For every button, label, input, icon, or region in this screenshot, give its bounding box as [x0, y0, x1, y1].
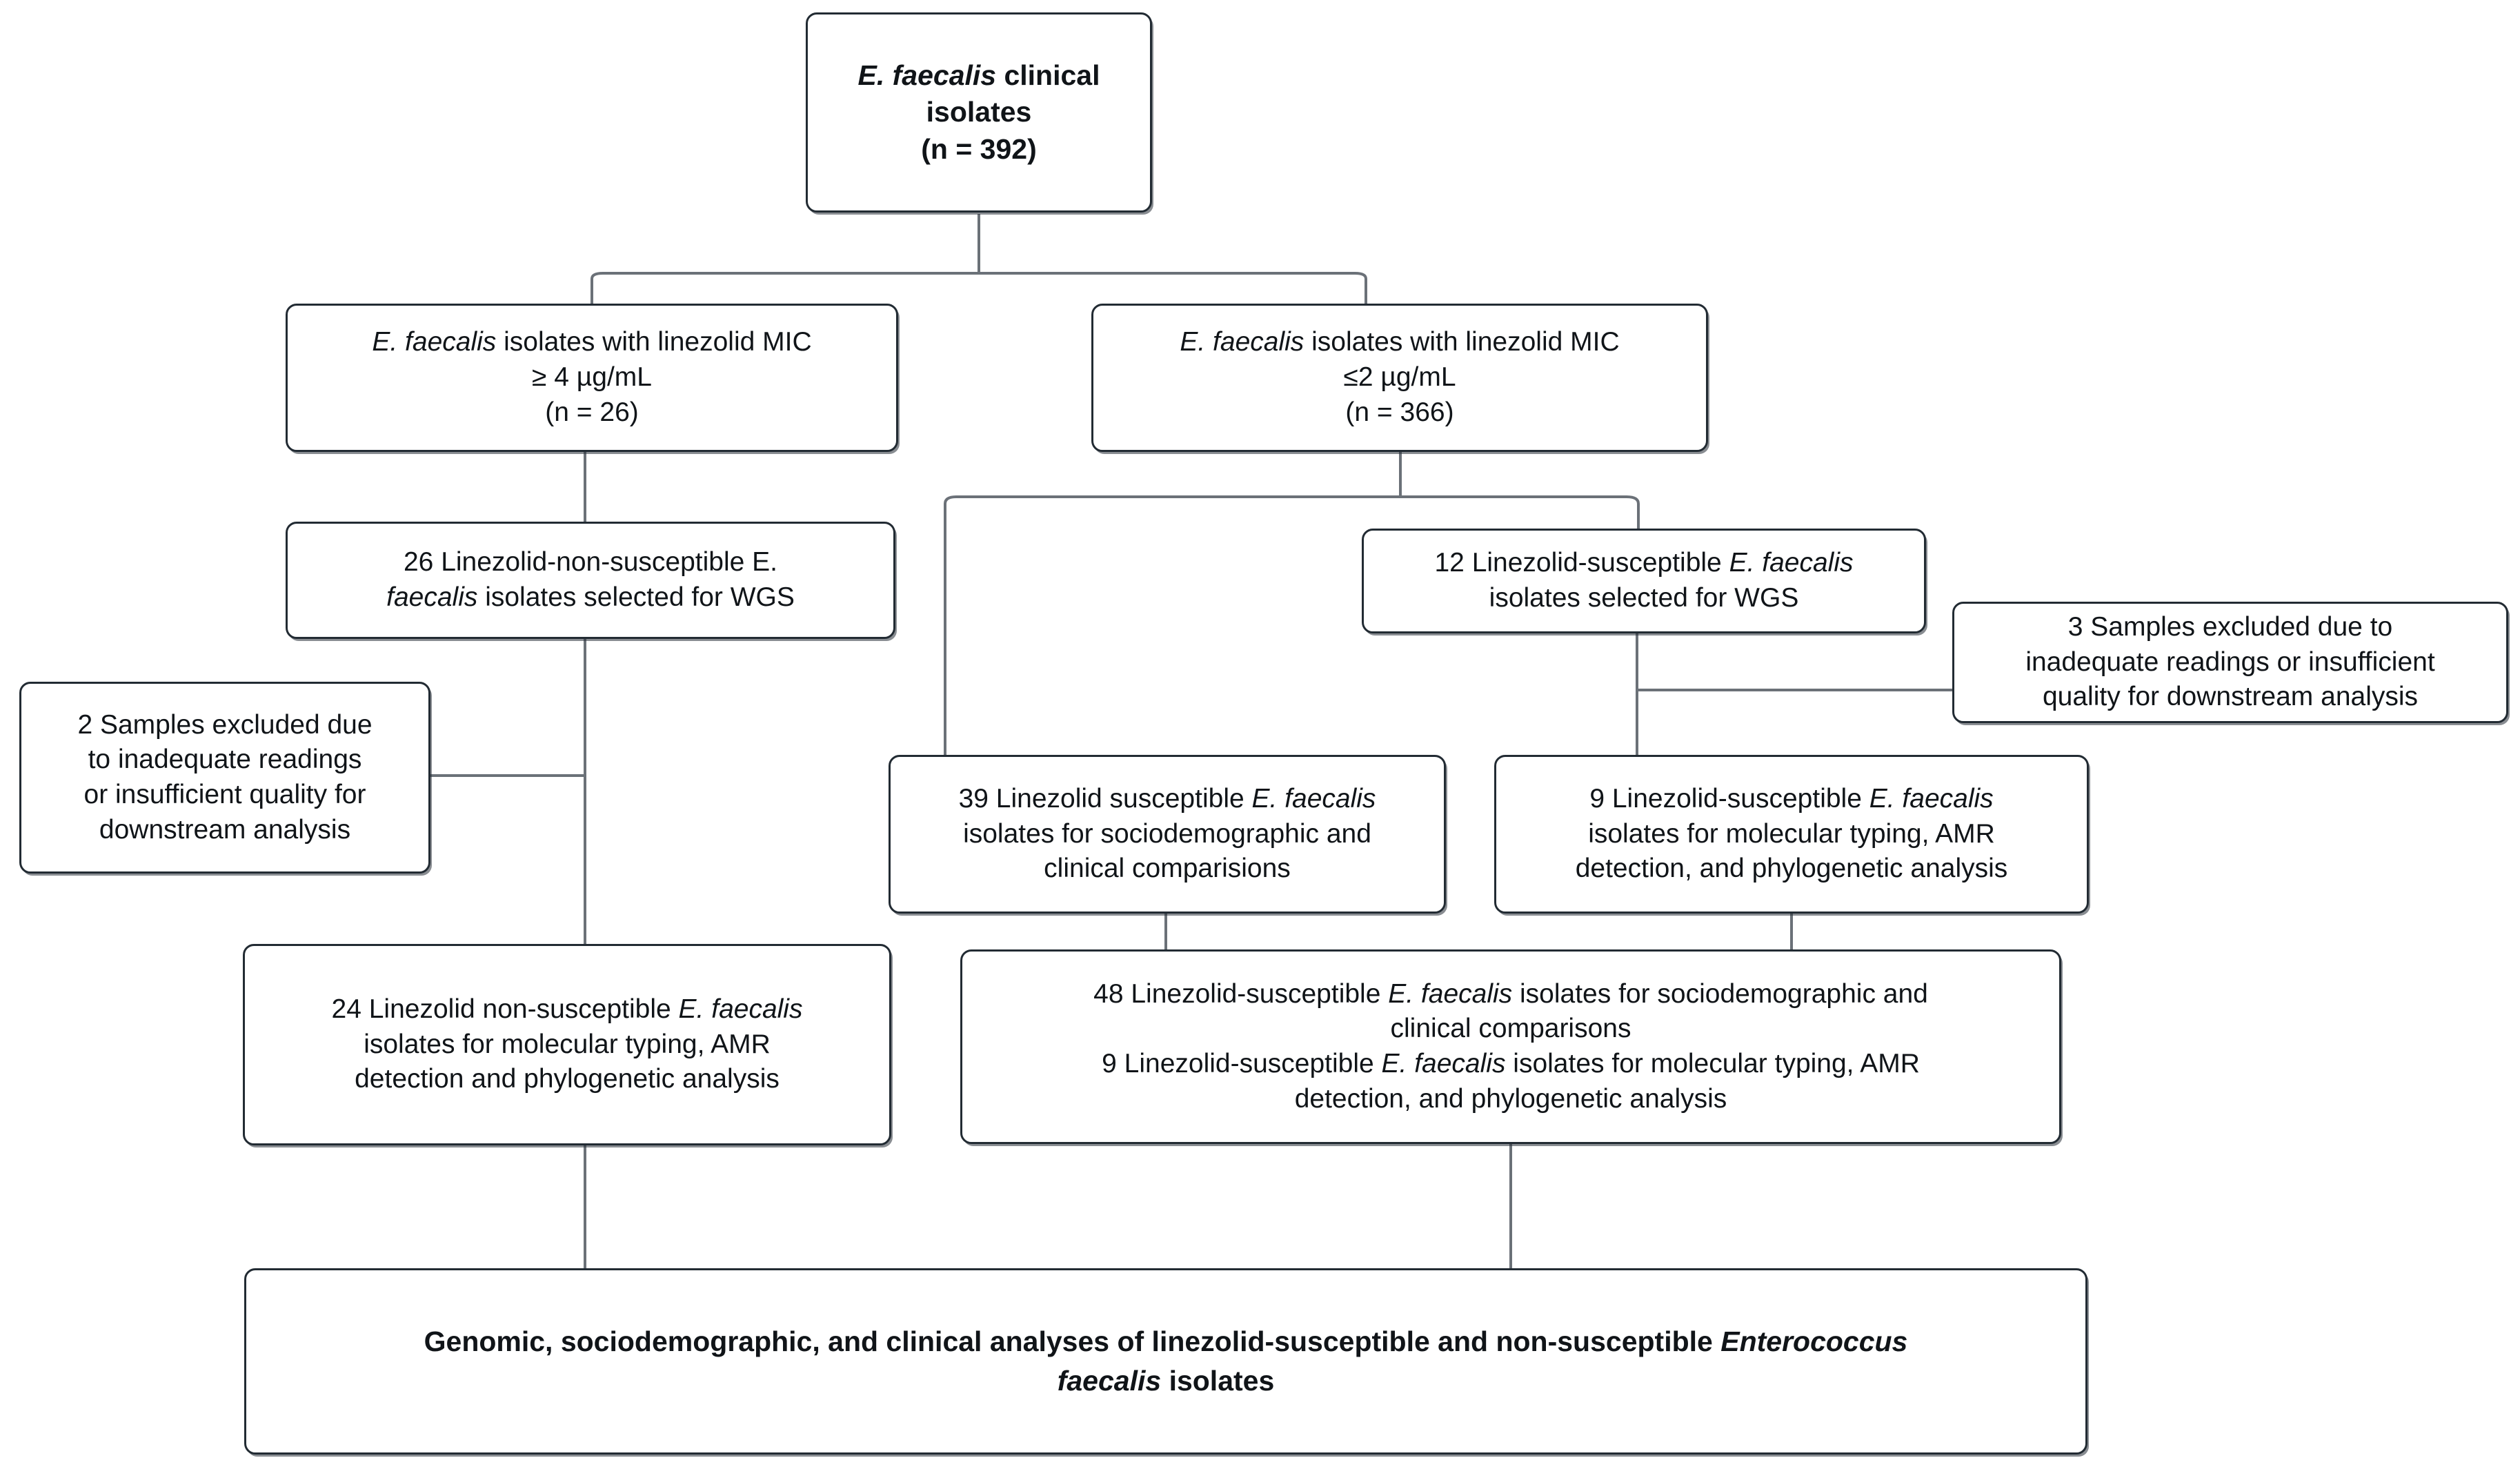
node-excluded-2-label: 2 Samples excluded due to inadequate rea…	[77, 709, 373, 845]
node-mic-high[interactable]: E. faecalis isolates with linezolid MIC …	[286, 304, 898, 452]
node-sociodemographic-39-label: 39 Linezolid susceptible E. faecalis iso…	[958, 783, 1376, 884]
node-sociodemographic-39[interactable]: 39 Linezolid susceptible E. faecalis iso…	[889, 755, 1446, 914]
node-mic-high-label: E. faecalis isolates with linezolid MIC …	[372, 327, 812, 427]
node-combined-48-9[interactable]: 48 Linezolid-susceptible E. faecalis iso…	[960, 949, 2061, 1144]
node-nonsusceptible-24-label: 24 Linezolid non-susceptible E. faecalis…	[331, 994, 803, 1094]
node-mic-low-label: E. faecalis isolates with linezolid MIC …	[1180, 327, 1620, 427]
node-root-clinical-isolates[interactable]: E. faecalis clinical isolates (n = 392)	[806, 12, 1152, 213]
edge-mic-low-split-bar	[944, 495, 1640, 529]
node-excluded-3-label: 3 Samples excluded due to inadequate rea…	[2025, 611, 2435, 712]
node-molecular-9[interactable]: 9 Linezolid-susceptible E. faecalis isol…	[1494, 755, 2089, 914]
node-excluded-3[interactable]: 3 Samples excluded due to inadequate rea…	[1952, 602, 2508, 723]
node-wgs-26-label: 26 Linezolid-non-susceptible E. faecalis…	[386, 547, 795, 612]
node-root-label: E. faecalis clinical isolates (n = 392)	[857, 59, 1100, 165]
node-nonsusceptible-24[interactable]: 24 Linezolid non-susceptible E. faecalis…	[243, 944, 891, 1145]
node-wgs-26[interactable]: 26 Linezolid-non-susceptible E. faecalis…	[286, 522, 895, 639]
node-combined-48-9-label: 48 Linezolid-susceptible E. faecalis iso…	[1093, 978, 1928, 1114]
node-conclusion[interactable]: Genomic, sociodemographic, and clinical …	[244, 1268, 2087, 1455]
node-wgs-12-label: 12 Linezolid-susceptible E. faecalis iso…	[1434, 548, 1854, 613]
node-conclusion-label: Genomic, sociodemographic, and clinical …	[424, 1326, 1908, 1397]
node-molecular-9-label: 9 Linezolid-susceptible E. faecalis isol…	[1575, 783, 2008, 884]
node-wgs-12[interactable]: 12 Linezolid-susceptible E. faecalis iso…	[1362, 529, 1926, 633]
node-mic-low[interactable]: E. faecalis isolates with linezolid MIC …	[1091, 304, 1708, 452]
edge-split-bar	[591, 272, 1367, 284]
node-excluded-2[interactable]: 2 Samples excluded due to inadequate rea…	[19, 682, 430, 874]
